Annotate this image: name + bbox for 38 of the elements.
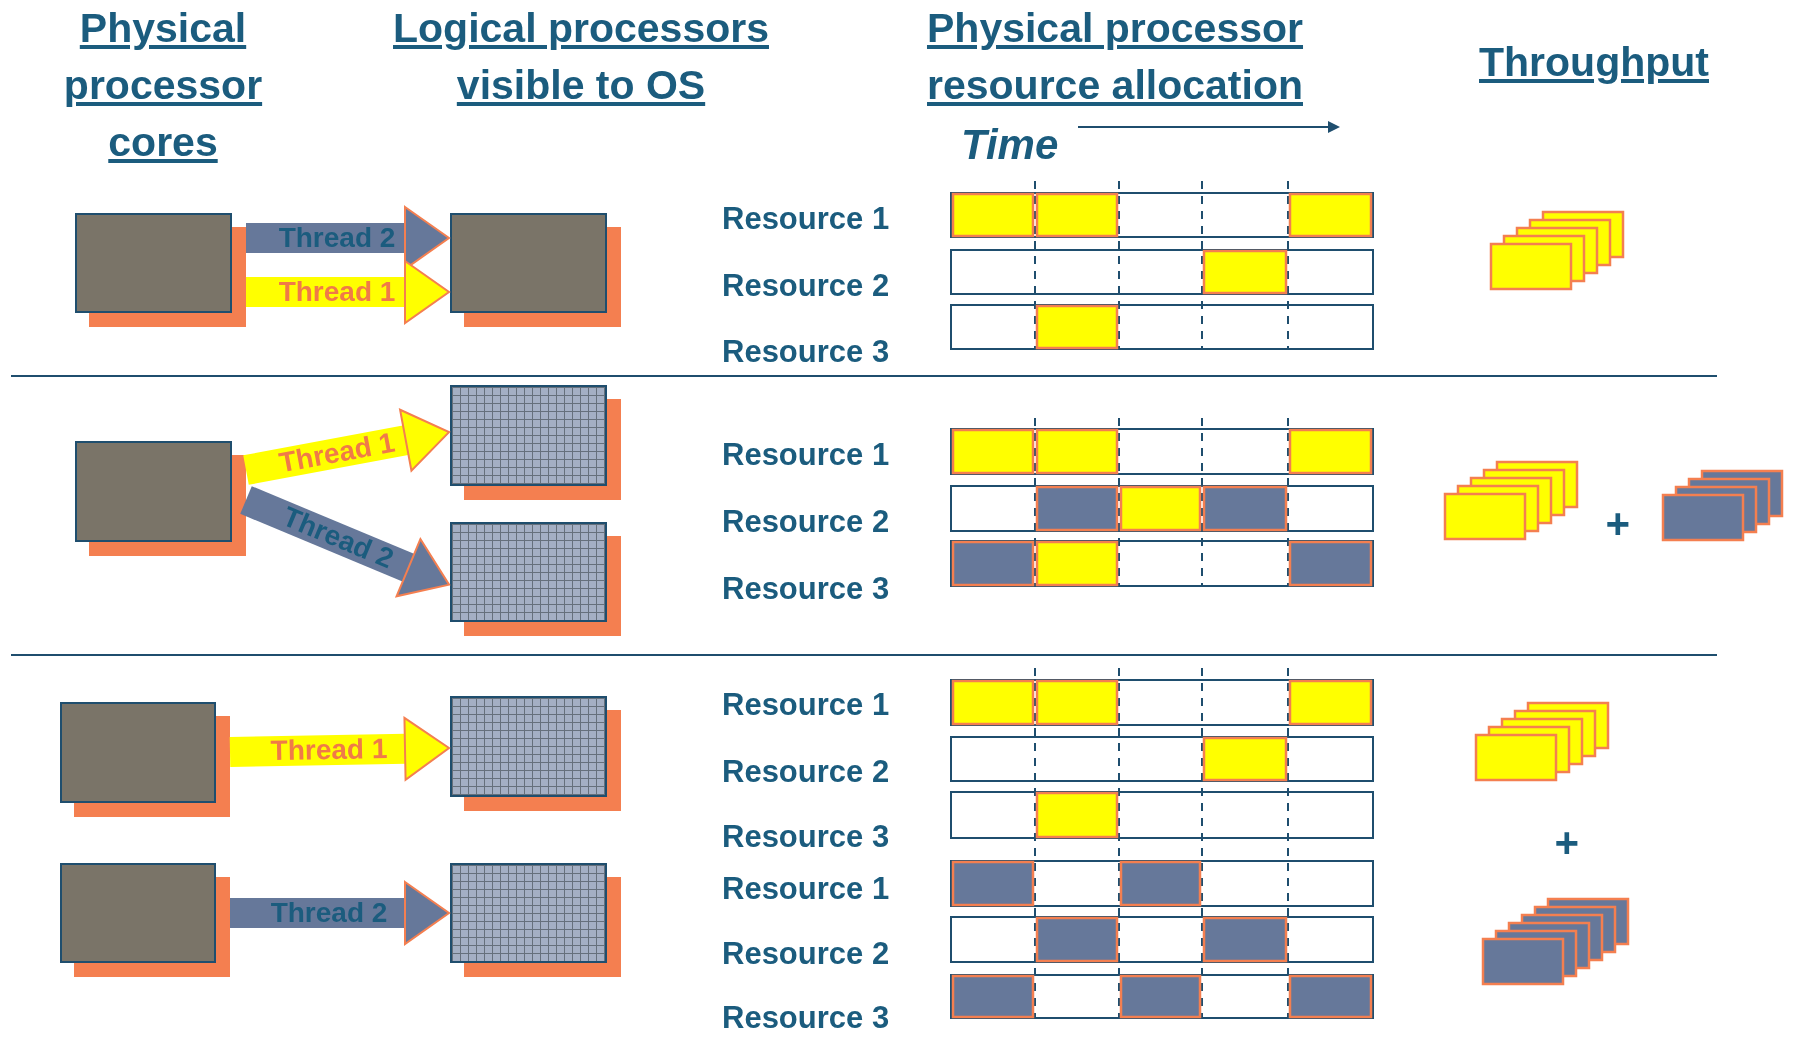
resource-label: Resource 1 bbox=[722, 688, 890, 722]
edge-label: Thread 1 bbox=[270, 733, 388, 768]
thread-arrow bbox=[240, 486, 451, 598]
edge-label: Thread 1 bbox=[278, 276, 396, 308]
allocation-column-heading: Physical processor resource allocation bbox=[926, 4, 1304, 110]
resource-label: Resource 2 bbox=[722, 937, 890, 971]
resource-label: Resource 2 bbox=[722, 269, 890, 303]
plus-sign: + bbox=[1553, 821, 1579, 865]
edge-label: Thread 2 bbox=[278, 222, 396, 254]
thread-arrow bbox=[230, 881, 450, 945]
logical-column-heading: Logical processors visible to OS bbox=[392, 4, 770, 110]
throughput-heading: Throughput bbox=[1478, 38, 1710, 87]
thread-arrow bbox=[243, 408, 450, 485]
logical-processor-box bbox=[450, 385, 621, 500]
processor-core-box bbox=[450, 213, 621, 327]
processor-core-box bbox=[75, 441, 246, 556]
thread-arrow bbox=[229, 716, 450, 781]
resource-label: Resource 3 bbox=[722, 335, 890, 369]
processor-core-box bbox=[60, 863, 230, 977]
core-column-heading: Physical processor cores bbox=[62, 4, 264, 167]
processor-core-box bbox=[75, 213, 246, 327]
resource-label: Resource 2 bbox=[722, 755, 890, 789]
resource-label: Resource 1 bbox=[722, 872, 890, 906]
resource-label: Resource 3 bbox=[722, 572, 890, 606]
edge-label: Thread 2 bbox=[270, 897, 388, 929]
processor-core-box bbox=[60, 702, 230, 817]
plus-sign: + bbox=[1604, 502, 1630, 546]
edge-label: Thread 1 bbox=[276, 426, 398, 480]
resource-label: Resource 1 bbox=[722, 202, 890, 236]
logical-processor-box bbox=[450, 863, 621, 977]
logical-processor-box bbox=[450, 522, 621, 636]
time-axis-label: Time bbox=[961, 120, 1059, 170]
resource-label: Resource 3 bbox=[722, 1001, 890, 1035]
logical-processor-box bbox=[450, 696, 621, 811]
resource-label: Resource 2 bbox=[722, 505, 890, 539]
resource-label: Resource 3 bbox=[722, 820, 890, 854]
thread-arrow bbox=[246, 260, 450, 324]
resource-label: Resource 1 bbox=[722, 438, 890, 472]
